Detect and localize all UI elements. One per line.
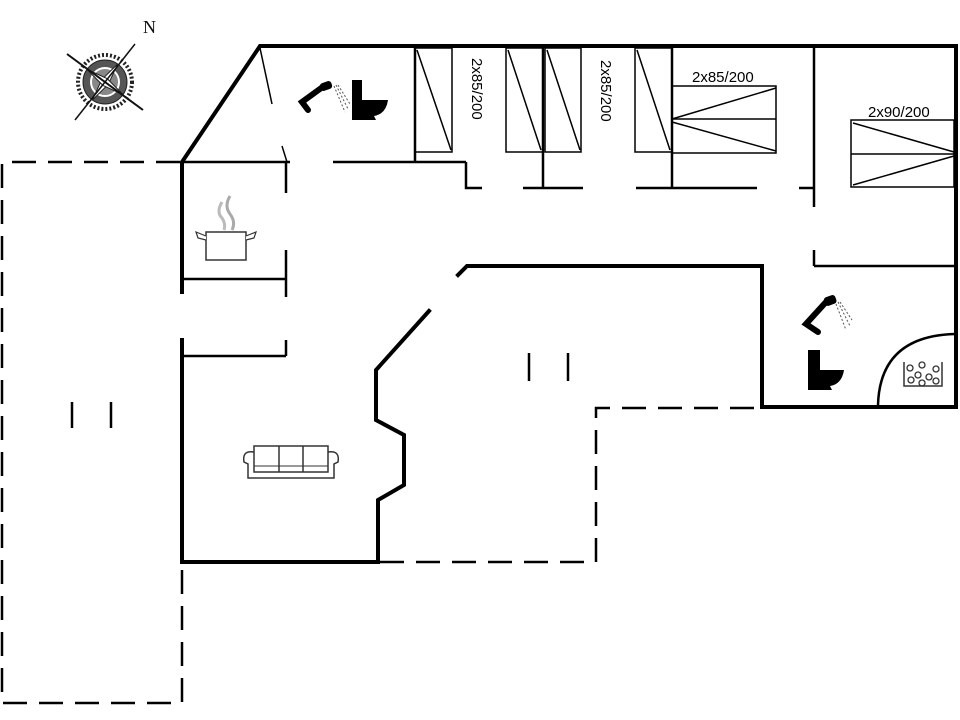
bed-3-label: 2x85/200 <box>692 69 754 86</box>
terrace-markers <box>70 353 570 428</box>
cooking-pot-icon <box>195 195 257 261</box>
whirlpool-spa-icon <box>876 332 956 406</box>
shower-icon <box>801 295 853 335</box>
bed-1 <box>414 47 544 153</box>
compass-rose-icon <box>66 43 144 121</box>
bed-4-label: 2x90/200 <box>868 104 930 121</box>
bed-2-label: 2x85/200 <box>597 60 614 122</box>
toilet-icon <box>808 350 844 390</box>
bed-4 <box>850 119 955 188</box>
toilet-icon <box>352 80 388 120</box>
bed-3 <box>671 85 777 154</box>
bed-1-label: 2x85/200 <box>468 58 485 120</box>
interior-walls <box>182 46 956 358</box>
exterior-walls <box>180 44 958 564</box>
north-label: N <box>143 17 156 37</box>
terrace-outlines <box>0 160 760 705</box>
sofa-icon <box>242 445 340 479</box>
shower-icon <box>297 81 351 113</box>
